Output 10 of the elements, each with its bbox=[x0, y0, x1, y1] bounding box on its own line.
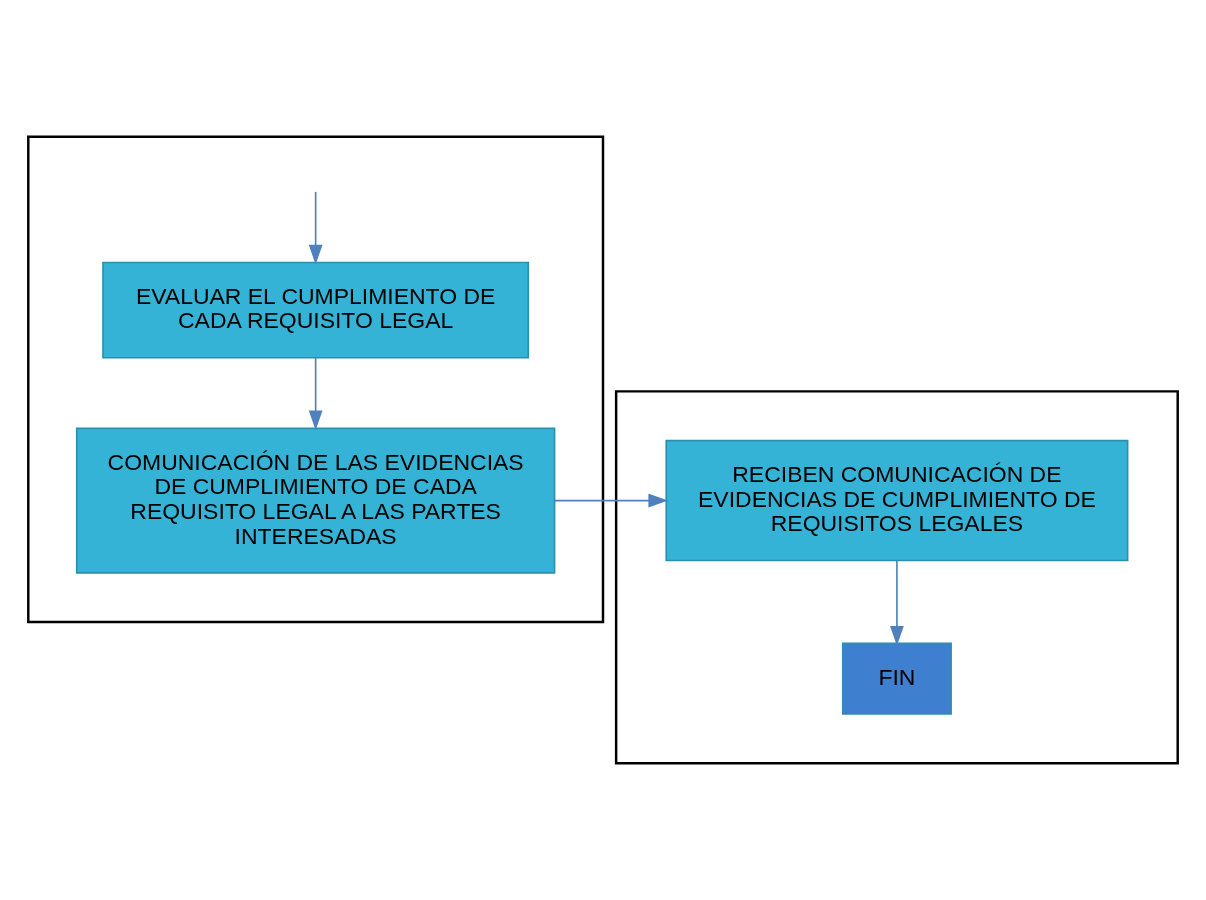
arrow bbox=[553, 493, 669, 508]
node-box: FIN bbox=[841, 642, 952, 715]
cluster bbox=[614, 390, 1179, 765]
node-box: RECIBEN COMUNICACIÓN DE EVIDENCIAS DE CUMPLIMIENTO DE REQUISITOS LEGALES bbox=[665, 439, 1129, 562]
arrow bbox=[890, 560, 904, 646]
arrow bbox=[308, 191, 323, 265]
node-box: EVALUAR EL CUMPLIMIENTO DE CADA REQUISITO LEGAL bbox=[102, 261, 530, 359]
cluster bbox=[27, 135, 605, 624]
node-box: COMUNICACIÓN DE LAS EVIDENCIAS DE CUMPLIMIENTO DE CADA REQUISITO LEGAL A LAS PARTES INTERESADAS bbox=[75, 427, 556, 574]
arrow bbox=[308, 357, 323, 431]
